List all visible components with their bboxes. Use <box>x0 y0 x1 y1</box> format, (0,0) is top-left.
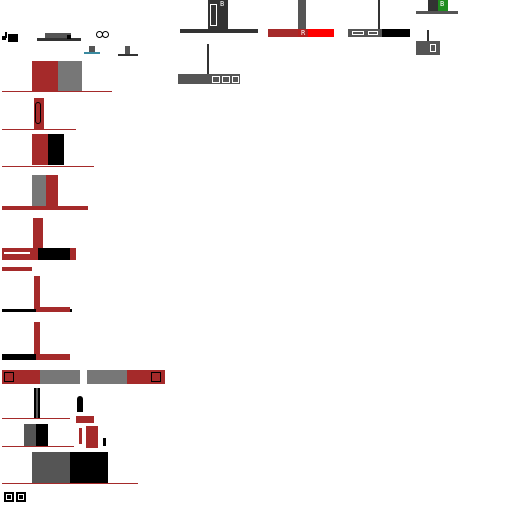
bottom-icon-pair <box>4 492 28 502</box>
tiny-sprite-3 <box>96 31 110 38</box>
red-bar-label: R <box>301 29 306 37</box>
left-sprite-1 <box>2 60 112 94</box>
wide-bar-right <box>87 370 165 384</box>
green-label: B <box>440 0 445 8</box>
top-sprite-gray-bar <box>348 0 410 38</box>
left-sprite-5 <box>2 216 76 272</box>
left-sprite-10 <box>2 452 138 486</box>
tower-label: B <box>220 0 225 8</box>
left-sprite-8 <box>2 388 70 422</box>
wide-bar-left <box>2 370 80 384</box>
left-sprite-6 <box>2 276 72 314</box>
left-sprite-9 <box>2 424 74 448</box>
tiny-sprite-5 <box>118 46 138 56</box>
left-sprite-4 <box>2 174 88 212</box>
mid-sprite-building <box>178 44 240 86</box>
tiny-sprite-1 <box>2 32 18 42</box>
top-sprite-green: B <box>416 0 458 16</box>
tiny-sprite-4 <box>84 46 100 54</box>
left-sprite-2 <box>2 98 76 132</box>
tiny-sprite-2 <box>37 32 81 42</box>
top-sprite-red-bar: R <box>268 0 334 38</box>
small-black-pill <box>77 396 83 412</box>
small-red-cluster <box>76 416 110 450</box>
top-sprite-small-tower <box>416 30 440 56</box>
top-sprite-tower: B <box>180 0 258 34</box>
left-sprite-7 <box>2 322 72 362</box>
left-sprite-3 <box>2 134 94 170</box>
